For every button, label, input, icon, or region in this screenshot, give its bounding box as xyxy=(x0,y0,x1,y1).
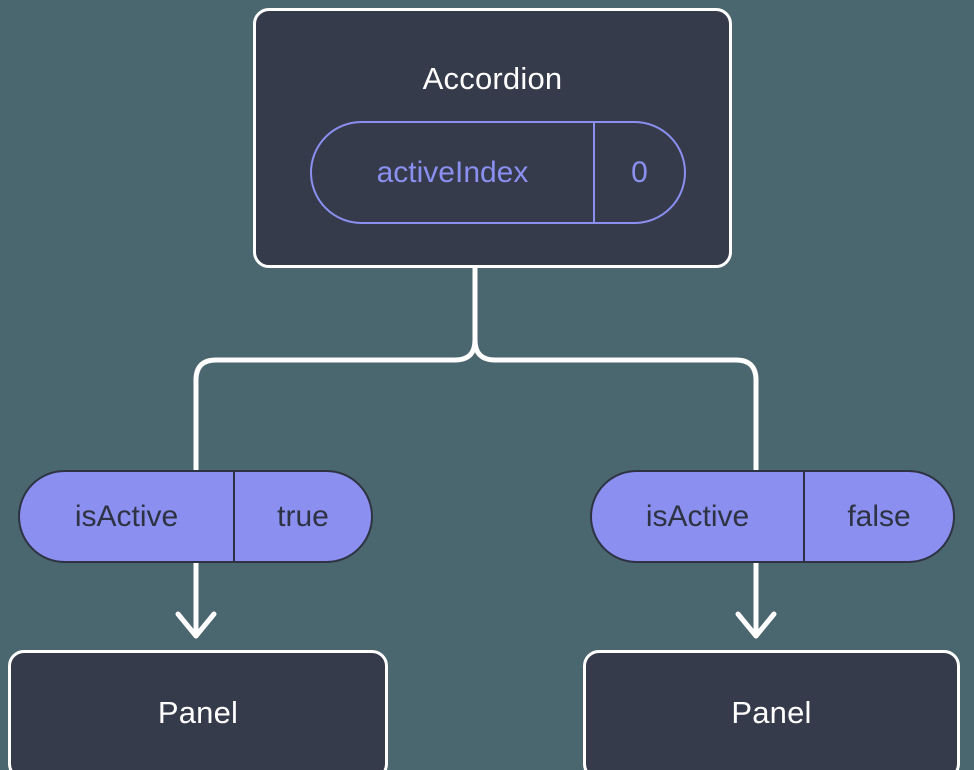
is-active-key-left: isActive xyxy=(20,472,235,561)
is-active-key-right: isActive xyxy=(592,472,805,561)
branch-connector xyxy=(193,265,478,473)
accordion-node[interactable]: Accordion activeIndex 0 xyxy=(253,8,732,268)
active-index-value: 0 xyxy=(631,155,648,189)
arrow-down-left xyxy=(175,559,217,639)
panel-node-left[interactable]: Panel xyxy=(8,650,388,770)
is-active-pill-left[interactable]: isActive true xyxy=(18,470,373,563)
panel-right-title: Panel xyxy=(731,695,812,730)
arrow-down-right xyxy=(735,559,777,639)
active-index-state-pill[interactable]: activeIndex 0 xyxy=(310,121,686,224)
panel-left-title: Panel xyxy=(157,695,239,730)
active-index-key: activeIndex xyxy=(312,123,595,222)
accordion-title: Accordion xyxy=(422,61,563,96)
is-active-pill-right[interactable]: isActive false xyxy=(590,470,955,563)
is-active-value-right: false xyxy=(847,499,911,533)
is-active-value-left: true xyxy=(277,499,329,533)
branch-connector-right xyxy=(472,337,759,473)
panel-node-right[interactable]: Panel xyxy=(583,650,960,770)
